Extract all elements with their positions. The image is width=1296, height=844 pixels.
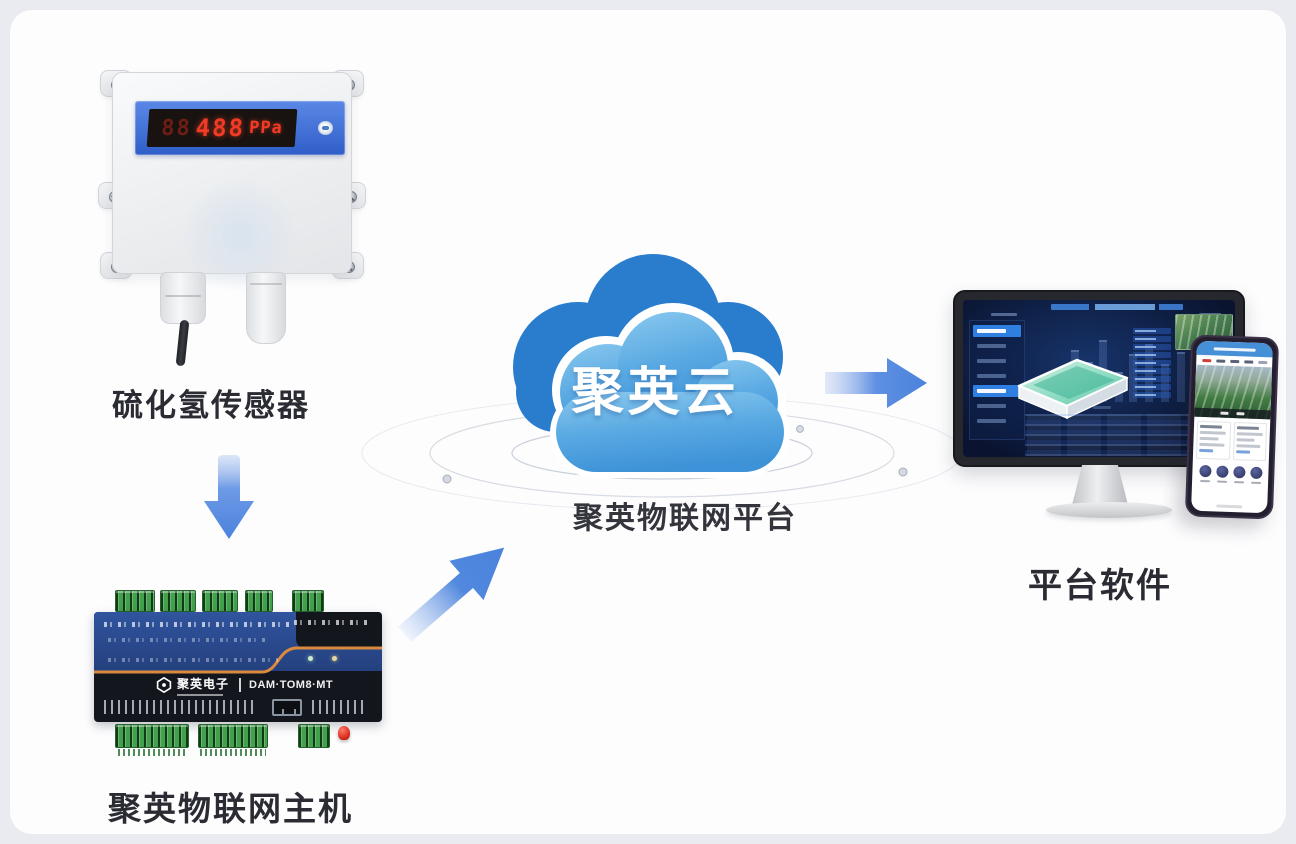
brand-divider [239, 678, 242, 692]
display-unit: PPa [248, 118, 284, 138]
sensor-cable [175, 319, 190, 367]
sidebar-row [973, 370, 1021, 382]
phone-tab [1201, 358, 1211, 362]
phone-home-indicator [1216, 504, 1243, 509]
model-number: DAM·TOM8·MT [249, 679, 334, 691]
accent-stripe [94, 646, 382, 674]
app-circle-icon [1215, 465, 1229, 478]
phone-card [1195, 420, 1231, 460]
dashboard-sidebar [969, 320, 1025, 440]
sensor-enclosure: 88 488 PPa [112, 72, 352, 293]
sensor-display-band: 88 488 PPa [135, 101, 345, 155]
cloud-logo-text: 聚英云 [571, 364, 740, 422]
ripple-node-icon [796, 425, 804, 433]
terminal-block [115, 724, 189, 748]
sidebar-row [973, 325, 1021, 337]
gateway-corner-panel [296, 612, 382, 649]
dashboard-titlebar [1051, 304, 1183, 310]
dashboard-section-dash [1093, 406, 1111, 409]
cloud-platform-label: 聚英物联网平台 [573, 502, 797, 535]
rj45-port-icon [272, 699, 302, 716]
smartphone [1184, 334, 1280, 520]
desktop-monitor [953, 290, 1245, 467]
cloud-icon [513, 254, 790, 478]
platform-label: 平台软件 [1028, 567, 1172, 605]
display-dim-digits: 88 [160, 115, 193, 141]
terminal-block [292, 590, 324, 612]
status-led [332, 656, 337, 661]
terminal-pins [200, 749, 266, 756]
sensor-probe [246, 272, 286, 344]
sidebar-row [973, 415, 1021, 427]
phone-tab [1243, 359, 1253, 364]
gateway-body: 聚英电子 DAM·TOM8·MT [94, 612, 382, 722]
terminal-labels-row [294, 620, 368, 625]
cable-gland [160, 272, 206, 324]
phone-card [1232, 422, 1268, 462]
gateway-label: 聚英物联网主机 [108, 790, 353, 827]
terminal-labels-row [108, 658, 278, 662]
phone-app-screen [1191, 340, 1273, 514]
arrow-right-icon [825, 358, 927, 408]
monitor-stand-base [1046, 502, 1172, 518]
ripple-node-icon [442, 474, 452, 484]
cloud-front-shape [556, 312, 784, 472]
app-circle-icon [1232, 466, 1246, 479]
sidebar-row [973, 355, 1021, 367]
display-badge-icon [318, 121, 333, 135]
sidebar-row [973, 400, 1021, 412]
terminal-pins [118, 749, 188, 756]
brand-name: 聚英电子 [177, 676, 230, 691]
arrow-down-icon [204, 455, 254, 539]
terminal-block [160, 590, 196, 612]
dashboard-data-column [1133, 328, 1171, 400]
app-circle-icon [1198, 464, 1212, 478]
iot-gateway-device: 聚英电子 DAM·TOM8·MT [92, 588, 384, 763]
dashboard-screen [963, 300, 1235, 457]
hexagon-logo-icon [156, 677, 172, 693]
brand-subtitle-dash [177, 693, 223, 696]
display-value: 488 [194, 114, 247, 142]
phone-tab [1215, 358, 1225, 363]
brand-block: 聚英电子 [177, 675, 229, 696]
terminal-block [298, 724, 330, 748]
diagram-canvas: 88 488 PPa 硫化氢传感器 [10, 10, 1286, 834]
pin-header-row [104, 700, 254, 714]
terminal-block [115, 590, 155, 612]
sidebar-row [973, 385, 1021, 397]
dashboard-menu-dash [991, 313, 1017, 316]
terminal-labels-row [108, 638, 268, 642]
greenhouse-photo [1194, 364, 1273, 420]
phone-tab [1229, 359, 1239, 363]
phone-tab [1257, 360, 1267, 364]
terminal-block [198, 724, 268, 748]
arrow-up-right-icon [397, 547, 505, 642]
h2s-sensor-device: 88 488 PPa [98, 60, 370, 420]
led-display: 88 488 PPa [146, 109, 298, 147]
ripple-node-icon [898, 467, 908, 477]
pin-header-row [312, 700, 364, 714]
monitor-stand-neck [1072, 465, 1128, 505]
phone-icon-row [1192, 463, 1268, 480]
status-led [308, 656, 313, 661]
antenna-connector-icon [338, 726, 350, 740]
sensor-label: 硫化氢传感器 [112, 388, 310, 423]
phone-card-list [1193, 417, 1271, 466]
app-circle-icon [1249, 466, 1263, 480]
terminal-block [245, 590, 273, 612]
terminal-block [202, 590, 238, 612]
terminal-labels-row [104, 622, 289, 627]
sidebar-row [973, 340, 1021, 352]
gateway-brand-row: 聚英电子 DAM·TOM8·MT [94, 674, 382, 696]
greenhouse-3d-model [1017, 358, 1129, 420]
